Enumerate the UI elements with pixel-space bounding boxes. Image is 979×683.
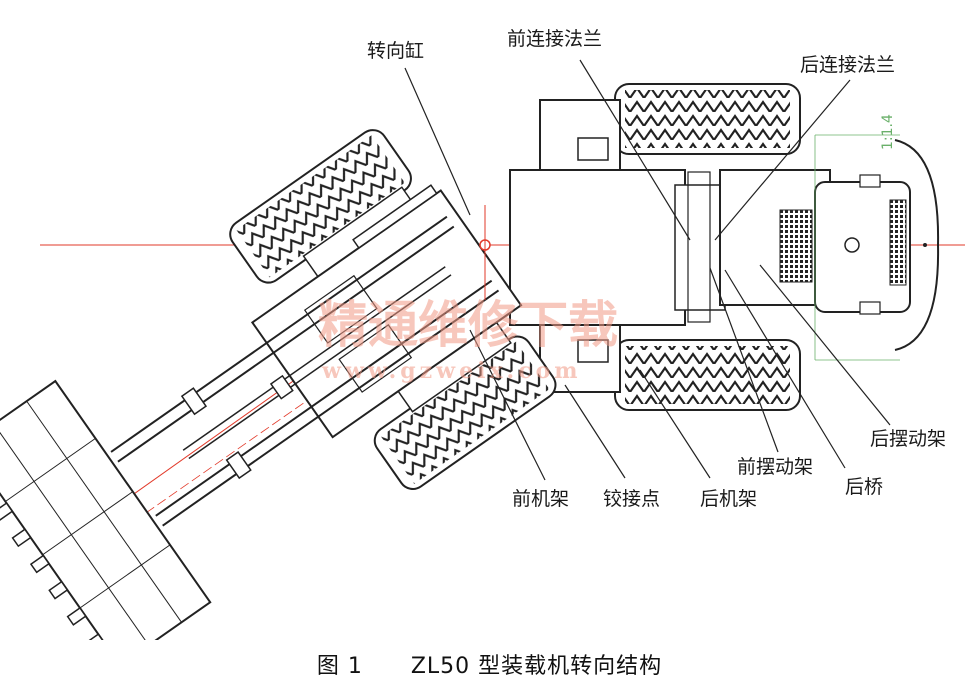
front-wheel-bottom [373,309,557,490]
label-hinge-point: 铰接点 [603,488,661,510]
watermark-name: 精通维修下载 [318,295,618,354]
label-rear-frame: 后机架 [700,488,758,510]
rear-wheel-top [539,83,801,171]
watermark-url: www.gzweix.com [322,358,582,384]
label-rear-axle: 后桥 [845,476,884,498]
figure-caption: 图 1 ZL50 型装载机转向结构 [0,648,979,680]
label-front-swing-frame: 前摆动架 [737,456,814,478]
dimension-label: 1:1.4 [880,114,896,150]
leader-lines [404,59,891,481]
label-steering-cylinder: 转向缸 [367,40,425,62]
figure-title: ZL50 型装载机转向结构 [410,654,663,679]
rear-frame-body [509,134,940,361]
figure-number: 图 1 [316,654,363,679]
label-front-frame: 前机架 [512,488,570,510]
bucket [0,379,212,640]
label-rear-swing-frame: 后摆动架 [870,428,947,450]
label-rear-flange: 后连接法兰 [800,54,896,76]
label-front-flange: 前连接法兰 [507,28,603,50]
loader-steering-diagram [0,59,965,640]
front-frame [0,129,557,640]
